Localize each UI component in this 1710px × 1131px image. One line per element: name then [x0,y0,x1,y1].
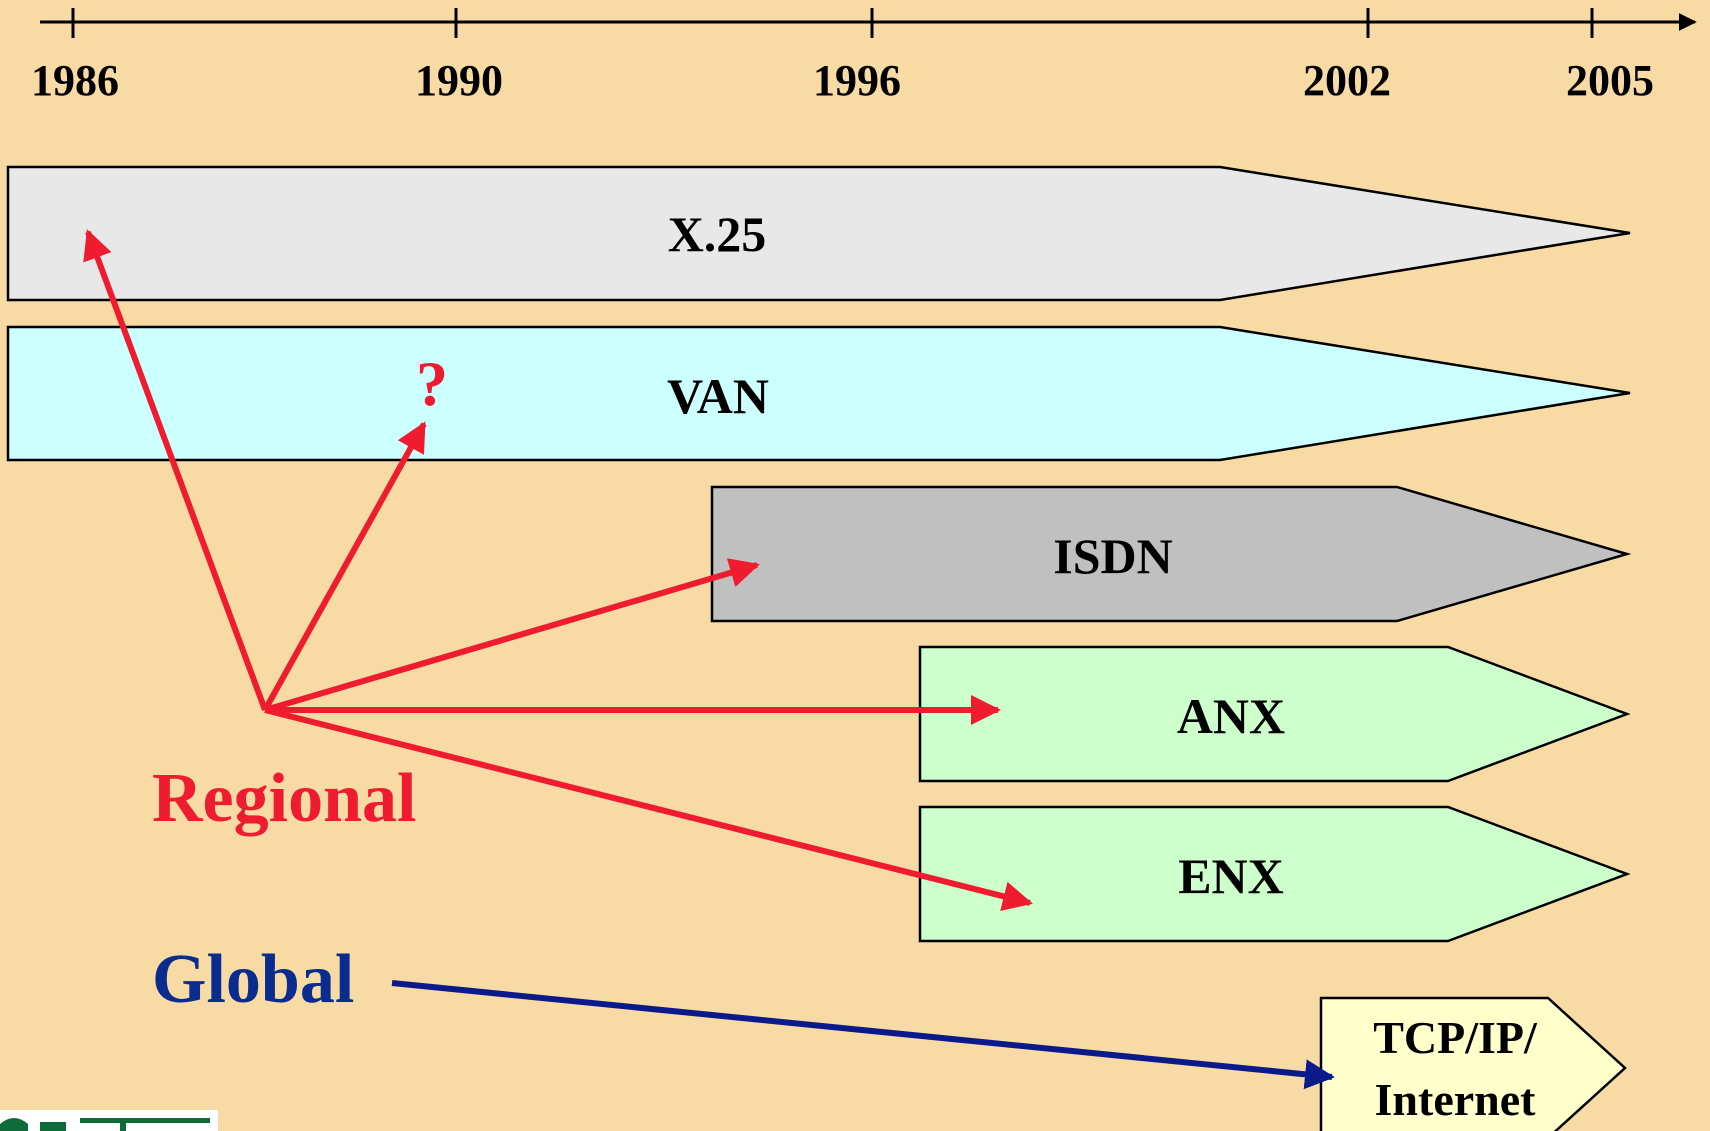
arrow-regional-to-enx [264,707,1033,911]
band-enx-shape [918,805,1631,943]
band-tcpip: TCP/IP/ Internet [1319,996,1627,1131]
arrow-regional-to-van [262,421,427,712]
year-label-2005: 2005 [1566,56,1654,105]
band-isdn: ISDN [710,485,1632,623]
band-x25: X.25 [6,165,1631,302]
band-van: VAN [6,325,1631,462]
band-tcpip-label-line2: Internet [1375,1074,1537,1125]
band-anx-label: ANX [1177,688,1285,744]
arrow-global-to-tcpip [391,980,1335,1090]
timeline-axis: 1986 1990 1996 2002 2005 [31,8,1697,105]
band-x25-label: X.25 [668,206,767,262]
band-x25-shape [6,165,1631,302]
regional-label: Regional [152,760,416,837]
band-anx-shape [918,645,1631,783]
arrow-regional-to-isdn [264,558,760,713]
band-tcpip-label-line1: TCP/IP/ [1373,1012,1538,1063]
band-anx: ANX [918,645,1631,783]
global-label: Global [152,941,354,1018]
year-label-1986: 1986 [31,56,119,105]
band-tcpip-shape [1319,996,1627,1131]
year-label-1990: 1990 [415,56,503,105]
question-mark: ? [416,348,448,419]
company-logo [0,1110,218,1131]
regional-arrows [83,229,1033,911]
band-van-label: VAN [667,368,769,424]
band-isdn-label: ISDN [1053,528,1172,584]
band-enx-label: ENX [1178,848,1284,904]
band-enx: ENX [918,805,1631,943]
band-isdn-shape [710,485,1632,623]
year-label-2002: 2002 [1303,56,1391,105]
band-van-shape [6,325,1631,462]
arrow-regional-to-x25 [83,229,268,712]
year-label-1996: 1996 [813,56,901,105]
